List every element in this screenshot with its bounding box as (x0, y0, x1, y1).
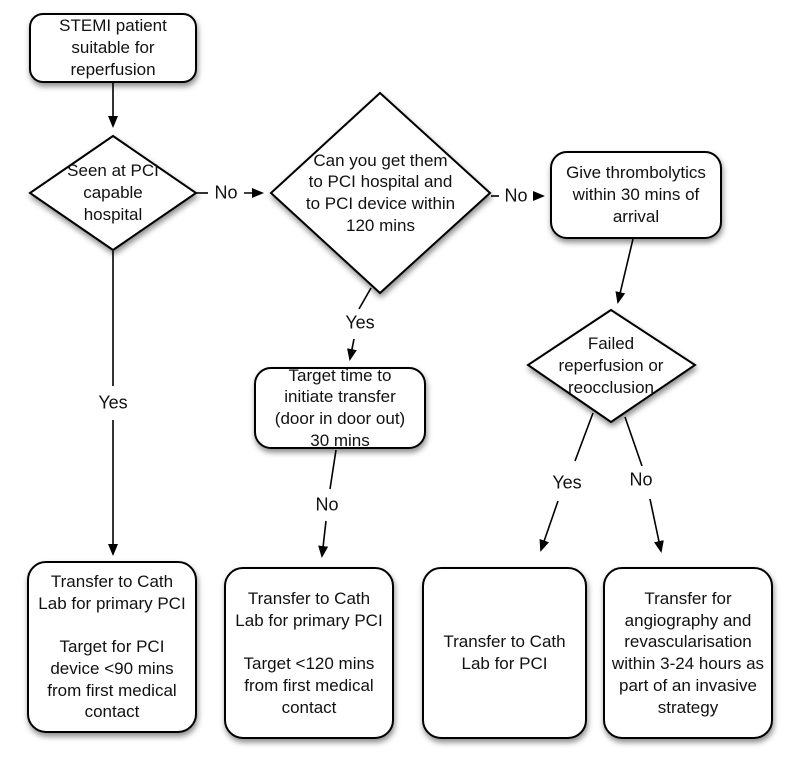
start-node-shape (29, 13, 197, 83)
failed-reperfusion-decision-shape (526, 308, 697, 424)
edge-target-no-a (329, 449, 337, 490)
cath-lab-pci-node-shape (422, 567, 587, 739)
edge-transfer120-yes-a (358, 287, 372, 310)
thrombolytics-node-shape (550, 151, 722, 239)
edges (108, 82, 664, 558)
edge-thrombolytics-to-failed (615, 238, 634, 304)
pci-capable-decision-shape (28, 134, 198, 252)
edge-failed-yes-a (574, 412, 594, 462)
edge-failed-no-a (624, 416, 643, 467)
target-transfer-node-shape (254, 367, 426, 449)
edge-failed-no-b (649, 498, 664, 553)
node-shapes (27, 13, 773, 739)
edge-failed-yes-b (539, 500, 559, 552)
transfer-120-decision-shape (269, 91, 492, 295)
primary-pci-90-node-shape (27, 561, 197, 733)
angiography-node-shape (603, 567, 773, 739)
edge-target-no-b (318, 520, 329, 558)
edge-transfer120-yes-b (347, 338, 357, 361)
primary-pci-120-node-shape (224, 567, 394, 739)
